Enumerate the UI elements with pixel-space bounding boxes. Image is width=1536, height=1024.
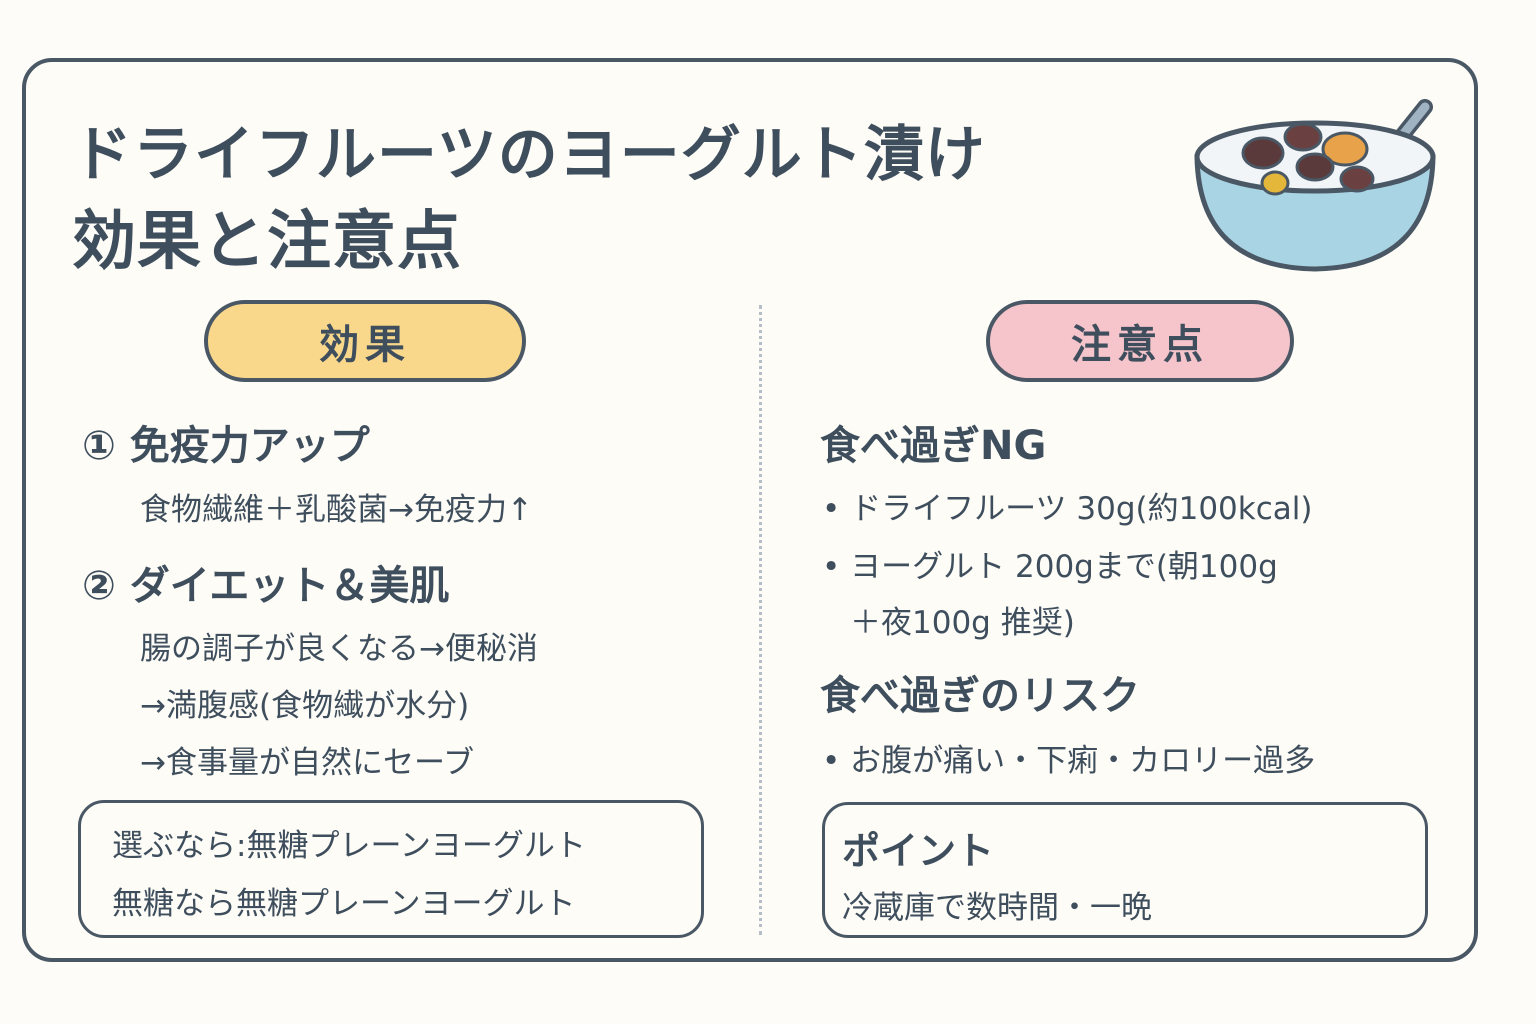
effect-2-line-1: 腸の調子が良くなる→便秘消	[140, 631, 538, 667]
tip-line-2: 無糖なら無糖プレーンヨーグルト	[112, 886, 576, 922]
point-box	[822, 802, 1428, 938]
overeat-title: 食べ過ぎNG	[820, 423, 1047, 469]
overeat-line-1: • ドライフルーツ 30g(約100kcal)	[822, 491, 1313, 527]
column-divider	[759, 305, 762, 935]
title-line-1: ドライフルーツのヨーグルト漬け	[72, 120, 986, 190]
risk-text: • お腹が痛い・下痢・カロリー過多	[822, 743, 1316, 779]
cautions-label: 注意点	[986, 300, 1294, 382]
effect-2-title: ② ダイエット＆美肌	[82, 563, 450, 609]
overeat-line-2: • ヨーグルト 200gまで(朝100g	[822, 549, 1278, 585]
effect-1-title: ① 免疫力アップ	[82, 423, 370, 469]
effects-label: 効果	[204, 300, 526, 382]
point-text: 冷蔵庫で数時間・一晩	[842, 890, 1152, 926]
yogurt-bowl-icon	[1194, 99, 1436, 272]
effect-1-text: 食物繊維＋乳酸菌→免疫力↑	[140, 492, 533, 528]
effect-2-line-2: →満腹感(食物繊が水分)	[140, 688, 470, 724]
tip-line-1: 選ぶなら:無糖プレーンヨーグルト	[112, 828, 586, 864]
effect-2-line-3: →食事量が自然にセーブ	[140, 745, 475, 781]
title-line-2: 効果と注意点	[72, 205, 462, 279]
selection-tip-box	[78, 800, 704, 938]
overeat-line-3: ＋夜100g 推奨)	[850, 605, 1075, 641]
point-title: ポイント	[842, 829, 995, 873]
risk-title: 食べ過ぎのリスク	[820, 673, 1140, 719]
